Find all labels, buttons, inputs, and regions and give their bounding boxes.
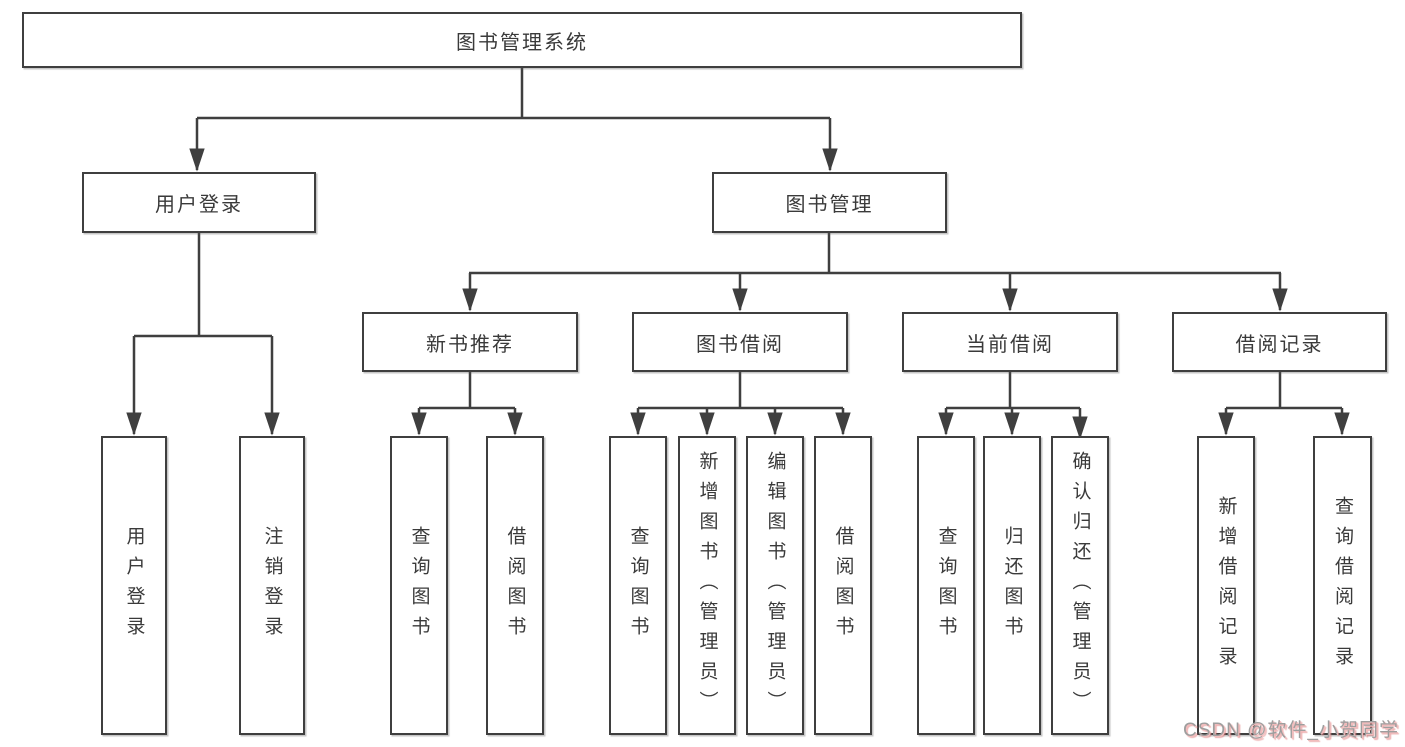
- node-leaf-return-books: 归还图书: [983, 436, 1041, 735]
- node-leaf-query-borrow-record: 查询借阅记录: [1313, 436, 1372, 735]
- node-borrowing-records: 借阅记录: [1172, 312, 1387, 372]
- node-leaf-add-books-admin: 新增图书（管理员）: [678, 436, 736, 735]
- node-label: 新增图书（管理员）: [696, 450, 718, 721]
- node-label: 新增借阅记录: [1215, 495, 1237, 676]
- node-label: 用户登录: [123, 525, 145, 646]
- node-label: 归还图书: [1001, 525, 1023, 646]
- node-new-book-recommendation: 新书推荐: [362, 312, 578, 372]
- node-label: 编辑图书（管理员）: [764, 450, 786, 721]
- node-user-login: 用户登录: [82, 172, 316, 233]
- node-leaf-query-books: 查询图书: [609, 436, 667, 735]
- node-label: 当前借阅: [966, 333, 1054, 356]
- node-leaf-add-borrow-record: 新增借阅记录: [1197, 436, 1255, 735]
- node-label: 借阅记录: [1235, 333, 1324, 356]
- node-label: 借阅图书: [504, 525, 526, 646]
- node-label: 查询图书: [935, 525, 957, 646]
- node-label: 用户登录: [155, 194, 243, 216]
- csdn-watermark: CSDN @软件_小贺同学: [1183, 720, 1399, 741]
- node-library-management-system: 图书管理系统: [22, 12, 1022, 68]
- node-book-borrowing: 图书借阅: [632, 312, 848, 372]
- node-leaf-query-books: 查询图书: [390, 436, 448, 735]
- node-label: 图书借阅: [696, 333, 784, 356]
- node-label: 图书管理系统: [456, 31, 588, 54]
- node-leaf-borrow-books: 借阅图书: [814, 436, 872, 735]
- node-leaf-logout: 注销登录: [239, 436, 305, 735]
- node-label: 确认归还（管理员）: [1069, 450, 1091, 721]
- node-leaf-confirm-return-admin: 确认归还（管理员）: [1051, 436, 1109, 735]
- node-label: 查询借阅记录: [1332, 495, 1353, 676]
- node-leaf-query-books: 查询图书: [917, 436, 975, 735]
- node-label: 借阅图书: [832, 525, 854, 646]
- node-current-borrowing: 当前借阅: [902, 312, 1118, 372]
- node-label: 查询图书: [627, 525, 649, 646]
- node-label: 新书推荐: [426, 333, 514, 356]
- node-label: 注销登录: [261, 525, 283, 646]
- node-label: 图书管理: [785, 194, 874, 216]
- node-leaf-edit-books-admin: 编辑图书（管理员）: [746, 436, 804, 735]
- node-book-management: 图书管理: [712, 172, 947, 233]
- node-label: 查询图书: [408, 525, 430, 646]
- node-leaf-borrow-books: 借阅图书: [486, 436, 544, 735]
- node-leaf-user-login: 用户登录: [101, 436, 167, 735]
- connector-shafts: [134, 68, 1342, 410]
